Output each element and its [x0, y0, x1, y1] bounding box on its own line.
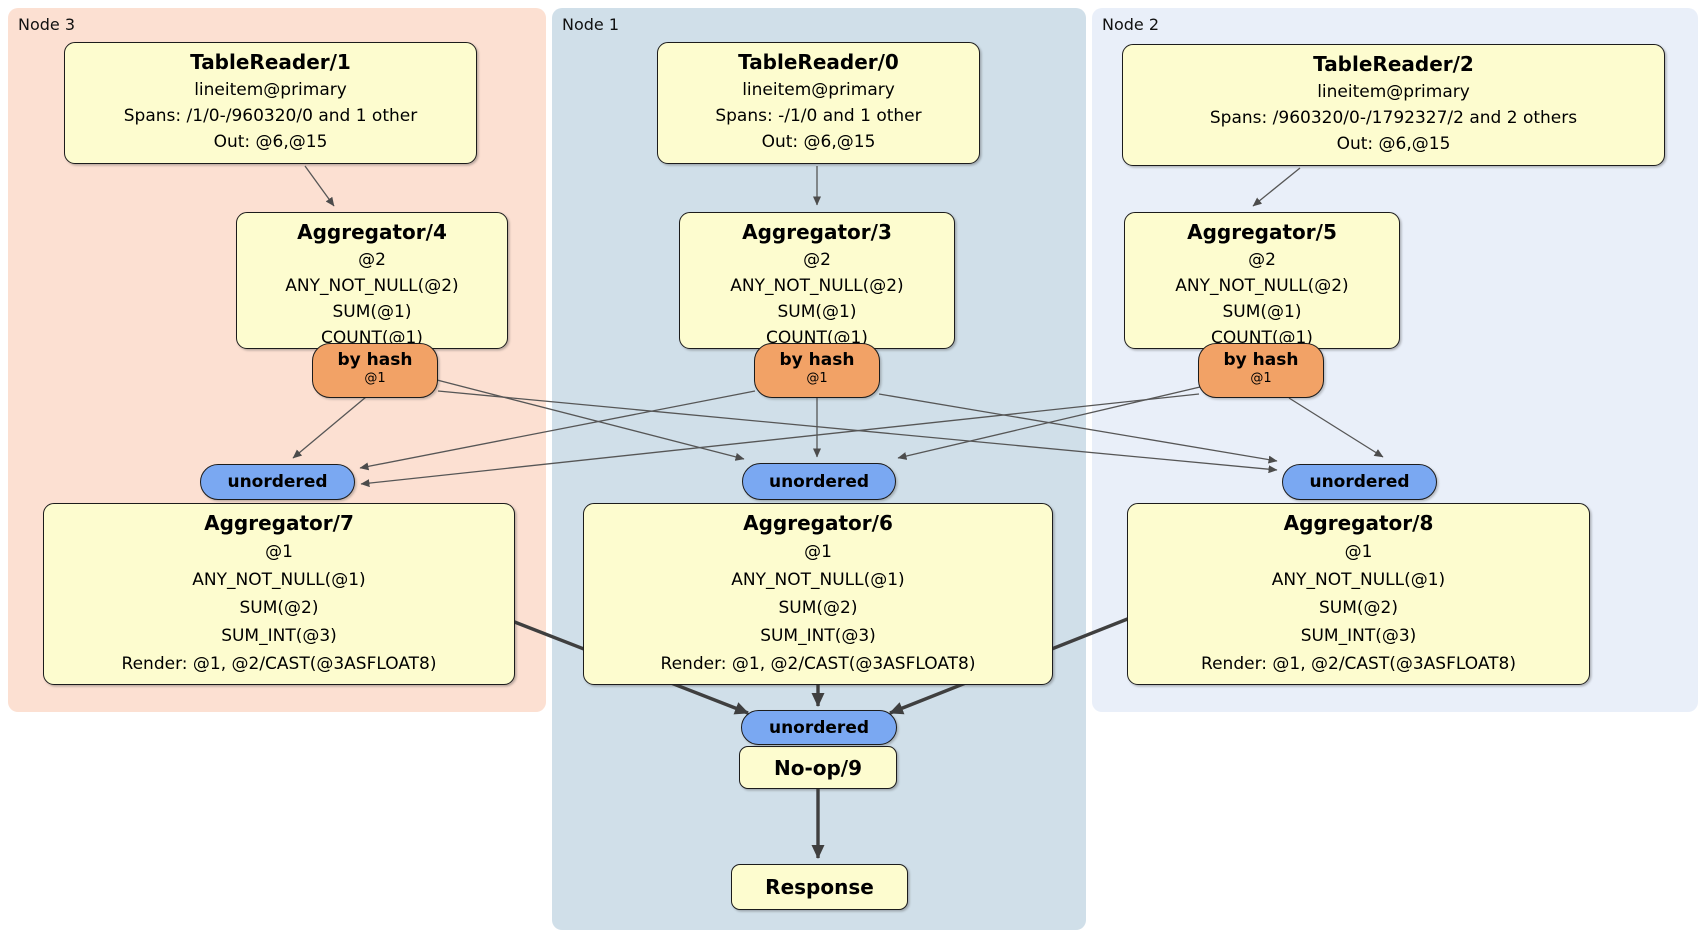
processor-title: Aggregator/4	[297, 220, 447, 244]
processor-detail-line: lineitem@primary	[194, 80, 347, 100]
processor-title: No-op/9	[773, 755, 863, 780]
processor-detail-line: Render: @1, @2/CAST(@3ASFLOAT8)	[660, 654, 976, 674]
processor-detail-line: Render: @1, @2/CAST(@3ASFLOAT8)	[121, 654, 437, 674]
router-by-hash-node3: by hash @1	[312, 343, 438, 398]
sync-label: unordered	[1309, 472, 1410, 492]
processor-detail-line: @2	[358, 250, 386, 270]
processor-aggregator-5: Aggregator/5 @2 ANY_NOT_NULL(@2) SUM(@1)…	[1124, 212, 1400, 349]
processor-tablereader-1: TableReader/1 lineitem@primary Spans: /1…	[64, 42, 477, 164]
processor-aggregator-6: Aggregator/6 @1 ANY_NOT_NULL(@1) SUM(@2)…	[583, 503, 1053, 685]
router-detail: @1	[1250, 371, 1272, 386]
processor-title: TableReader/2	[1313, 52, 1474, 76]
processor-detail-line: Spans: /960320/0-/1792327/2 and 2 others	[1209, 108, 1578, 128]
processor-detail-line: Out: @6,@15	[1336, 134, 1451, 154]
processor-detail-line: SUM_INT(@3)	[1300, 626, 1417, 646]
sync-unordered-node3: unordered	[200, 464, 355, 500]
router-label: by hash	[337, 350, 413, 370]
processor-detail-line: @1	[804, 542, 832, 562]
processor-aggregator-3: Aggregator/3 @2 ANY_NOT_NULL(@2) SUM(@1)…	[679, 212, 955, 349]
region-node-2-label: Node 2	[1102, 15, 1160, 34]
processor-detail-line: SUM(@1)	[1222, 302, 1302, 322]
sync-label: unordered	[768, 471, 870, 492]
region-node-3-label: Node 3	[18, 15, 76, 34]
processor-detail-line: SUM_INT(@3)	[221, 626, 337, 646]
router-label: by hash	[1223, 350, 1299, 370]
router-by-hash-node2: by hash @1	[1198, 343, 1324, 398]
processor-title: Aggregator/5	[1187, 220, 1337, 244]
processor-detail-line: ANY_NOT_NULL(@2)	[285, 276, 459, 296]
processor-detail-line: ANY_NOT_NULL(@2)	[1175, 276, 1349, 296]
processor-detail-line: ANY_NOT_NULL(@2)	[730, 276, 904, 296]
processor-detail-line: SUM(@2)	[778, 598, 858, 618]
processor-detail-line: @2	[1248, 250, 1276, 270]
sync-unordered-final: unordered	[741, 710, 897, 745]
processor-title: Aggregator/6	[743, 511, 893, 535]
processor-detail-line: Out: @6,@15	[213, 132, 328, 152]
processor-detail-line: Spans: /1/0-/960320/0 and 1 other	[123, 106, 418, 126]
processor-detail-line: lineitem@primary	[1317, 82, 1470, 102]
processor-detail-line: @2	[803, 250, 831, 270]
sync-unordered-node2: unordered	[1282, 464, 1437, 500]
processor-detail-line: SUM(@1)	[777, 302, 857, 322]
processor-noop-9: No-op/9	[739, 746, 897, 789]
processor-tablereader-0: TableReader/0 lineitem@primary Spans: -/…	[657, 42, 980, 164]
processor-detail-line: @1	[1344, 542, 1373, 562]
processor-detail-line: lineitem@primary	[742, 80, 895, 100]
processor-response: Response	[731, 864, 908, 910]
processor-title: Aggregator/7	[204, 511, 354, 535]
processor-aggregator-4: Aggregator/4 @2 ANY_NOT_NULL(@2) SUM(@1)…	[236, 212, 508, 349]
sync-label: unordered	[768, 717, 870, 738]
processor-tablereader-2: TableReader/2 lineitem@primary Spans: /9…	[1122, 44, 1665, 166]
processor-title: Response	[765, 875, 874, 899]
region-node-1-label: Node 1	[562, 15, 620, 34]
processor-detail-line: Render: @1, @2/CAST(@3ASFLOAT8)	[1201, 654, 1516, 674]
processor-aggregator-8: Aggregator/8 @1 ANY_NOT_NULL(@1) SUM(@2)…	[1127, 503, 1590, 685]
processor-detail-line: @1	[265, 542, 293, 562]
processor-detail-line: ANY_NOT_NULL(@1)	[192, 570, 366, 590]
processor-detail-line: SUM(@1)	[332, 302, 412, 322]
processor-detail-line: SUM(@2)	[1319, 598, 1398, 618]
sync-unordered-node1: unordered	[742, 463, 896, 500]
processor-detail-line: SUM(@2)	[239, 598, 319, 618]
router-by-hash-node1: by hash @1	[754, 343, 880, 398]
processor-title: TableReader/1	[190, 50, 351, 74]
processor-title: Aggregator/3	[742, 220, 892, 244]
processor-detail-line: SUM_INT(@3)	[760, 626, 876, 646]
router-detail: @1	[806, 371, 828, 386]
router-label: by hash	[779, 350, 855, 370]
processor-detail-line: Out: @6,@15	[761, 132, 876, 152]
router-detail: @1	[364, 371, 386, 386]
processor-detail-line: Spans: -/1/0 and 1 other	[715, 106, 922, 126]
processor-detail-line: ANY_NOT_NULL(@1)	[1271, 570, 1446, 590]
processor-detail-line: ANY_NOT_NULL(@1)	[731, 570, 905, 590]
sync-label: unordered	[227, 472, 328, 492]
processor-title: Aggregator/8	[1283, 511, 1434, 535]
processor-title: TableReader/0	[738, 50, 899, 74]
processor-aggregator-7: Aggregator/7 @1 ANY_NOT_NULL(@1) SUM(@2)…	[43, 503, 515, 685]
